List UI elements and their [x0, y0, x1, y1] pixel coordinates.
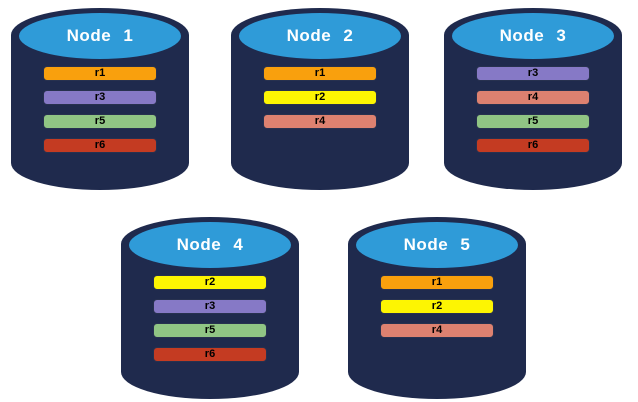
replica-bar-label: r3	[94, 91, 106, 103]
replica-bar-label: r6	[204, 348, 216, 360]
node-top-ellipse: Node 2	[239, 13, 401, 59]
replica-bar-label: r5	[94, 115, 106, 127]
replica-bar-r5: r5	[153, 323, 267, 338]
replica-bar-label: r3	[527, 67, 539, 79]
database-node-3: Node 3 r3 r4 r5 r6	[444, 8, 622, 190]
node-top-ellipse: Node 5	[356, 222, 518, 268]
database-node-1: Node 1 r1 r3 r5 r6	[11, 8, 189, 190]
replica-bar-r4: r4	[476, 90, 590, 105]
replica-bar-r1: r1	[380, 275, 494, 290]
replica-bar-label: r6	[527, 139, 539, 151]
replica-bar-label: r6	[94, 139, 106, 151]
replica-bar-r6: r6	[43, 138, 157, 153]
replica-bar-label: r2	[314, 91, 326, 103]
node-title: Node 1	[66, 26, 134, 45]
replica-bar-label: r5	[204, 324, 216, 336]
replica-bar-label: r4	[431, 324, 443, 336]
replica-bar-label: r5	[527, 115, 539, 127]
replica-list: r1 r2 r4	[231, 66, 409, 129]
replica-bar-r5: r5	[43, 114, 157, 129]
replica-bar-label: r1	[94, 67, 106, 79]
database-node-5: Node 5 r1 r2 r4	[348, 217, 526, 399]
replica-bar-r6: r6	[476, 138, 590, 153]
replica-bar-label: r3	[204, 300, 216, 312]
replica-bar-r5: r5	[476, 114, 590, 129]
replica-bar-r3: r3	[153, 299, 267, 314]
replica-bar-label: r1	[314, 67, 326, 79]
replica-bar-r2: r2	[263, 90, 377, 105]
database-node-2: Node 2 r1 r2 r4	[231, 8, 409, 190]
replica-bar-r1: r1	[263, 66, 377, 81]
replica-list: r2 r3 r5 r6	[121, 275, 299, 362]
node-top-ellipse: Node 4	[129, 222, 291, 268]
replica-list: r1 r2 r4	[348, 275, 526, 338]
replica-bar-r2: r2	[380, 299, 494, 314]
replica-bar-r4: r4	[263, 114, 377, 129]
replica-bar-r3: r3	[43, 90, 157, 105]
node-title: Node 2	[286, 26, 354, 45]
replica-bar-r6: r6	[153, 347, 267, 362]
database-node-4: Node 4 r2 r3 r5 r6	[121, 217, 299, 399]
replica-bar-label: r4	[527, 91, 539, 103]
node-top-ellipse: Node 1	[19, 13, 181, 59]
replica-bar-label: r2	[431, 300, 443, 312]
replica-bar-label: r4	[314, 115, 326, 127]
node-title: Node 3	[499, 26, 567, 45]
replica-bar-r1: r1	[43, 66, 157, 81]
replica-bar-r3: r3	[476, 66, 590, 81]
node-title: Node 4	[176, 235, 244, 254]
replica-bar-r4: r4	[380, 323, 494, 338]
node-top-ellipse: Node 3	[452, 13, 614, 59]
replica-bar-label: r1	[431, 276, 443, 288]
replica-list: r3 r4 r5 r6	[444, 66, 622, 153]
replica-bar-r2: r2	[153, 275, 267, 290]
replica-bar-label: r2	[204, 276, 216, 288]
replica-list: r1 r3 r5 r6	[11, 66, 189, 153]
node-title: Node 5	[403, 235, 471, 254]
